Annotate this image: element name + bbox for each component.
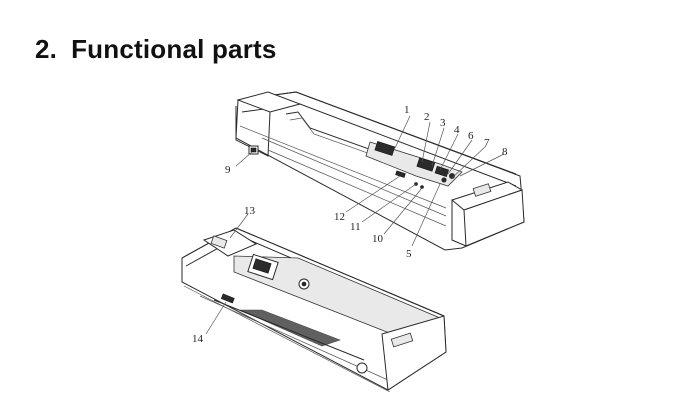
callouts: 1 2 3 4 6 7 8 9 12 11 10 5 13 14 xyxy=(192,104,508,345)
callout-3: 3 xyxy=(440,117,446,129)
callout-13: 13 xyxy=(244,205,256,217)
callout-14: 14 xyxy=(192,333,204,345)
section-heading: 2. Functional parts xyxy=(35,34,277,65)
callout-5: 5 xyxy=(406,248,412,260)
callout-12: 12 xyxy=(334,211,345,223)
callout-1: 1 xyxy=(404,104,410,116)
callout-7: 7 xyxy=(484,137,490,149)
callout-2: 2 xyxy=(424,111,430,123)
scanner-rear-view xyxy=(181,227,447,393)
callout-8: 8 xyxy=(502,146,508,158)
callout-4: 4 xyxy=(454,124,460,136)
section-title: Functional parts xyxy=(71,34,277,64)
callout-6: 6 xyxy=(468,130,474,142)
callout-10: 10 xyxy=(372,233,384,245)
callout-9: 9 xyxy=(225,164,231,176)
scanner-front-view xyxy=(235,91,525,251)
callout-11: 11 xyxy=(350,221,361,233)
section-number: 2. xyxy=(35,34,58,64)
